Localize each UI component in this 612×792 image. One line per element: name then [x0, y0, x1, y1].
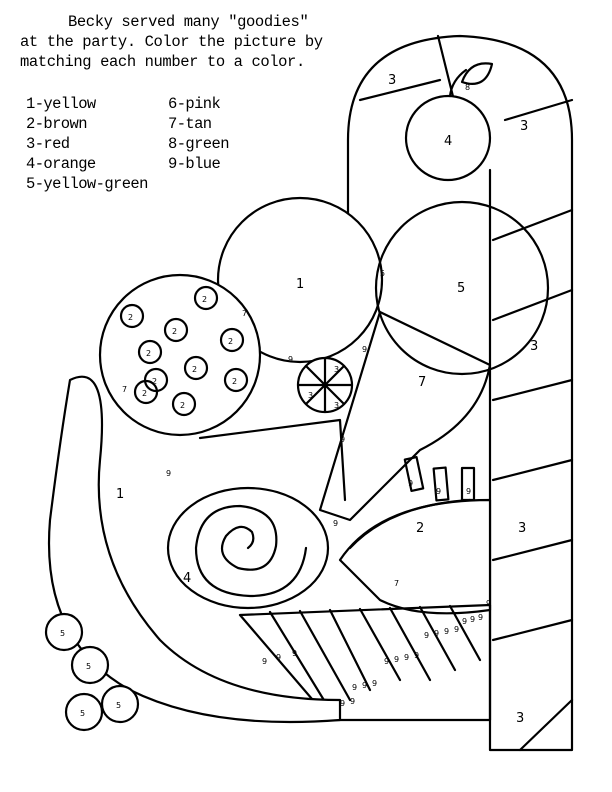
- label-grape: 5: [86, 662, 91, 671]
- key-item-red: 3-red: [26, 135, 70, 153]
- label-cane-low: 3: [518, 521, 526, 536]
- stripe-label: 9: [470, 615, 475, 624]
- stripe-label: 9: [352, 683, 357, 692]
- label-orange: 3: [334, 365, 339, 374]
- label-cane-bottom: 3: [516, 711, 524, 726]
- label-cane-top-left: 3: [388, 73, 396, 88]
- label-cane-mid: 3: [530, 339, 538, 354]
- watermelon: [338, 456, 492, 615]
- stripe-label: 9: [350, 697, 355, 706]
- orange-slice: [296, 356, 354, 414]
- label-apple: 4: [444, 134, 452, 149]
- label-roll: 4: [183, 571, 191, 586]
- label-dish: 7: [242, 309, 247, 318]
- label-seed: 9: [436, 487, 441, 496]
- stripe-label: 9: [404, 653, 409, 662]
- label-bg: 9: [333, 519, 338, 528]
- label-cookie: 2: [232, 377, 237, 386]
- label-orange: 3: [334, 401, 339, 410]
- leaf-icon: [460, 62, 494, 85]
- label-orange: 3: [308, 391, 313, 400]
- label-watermelon: 2: [416, 521, 424, 536]
- label-cookie: 2: [152, 377, 157, 386]
- stripe-label: 9: [434, 629, 439, 638]
- key-item-blue: 9-blue: [168, 155, 221, 173]
- key-item-pink: 6-pink: [168, 95, 221, 113]
- label-bg: 9: [288, 355, 293, 364]
- stripe-label: 9: [372, 679, 377, 688]
- label-overlap: 5: [380, 269, 385, 278]
- stripe-label: 9: [454, 625, 459, 634]
- stripe-label: 9: [262, 657, 267, 666]
- label-seed: 9: [408, 479, 413, 488]
- key-item-yellow-green: 5-yellow-green: [26, 175, 148, 193]
- label-cookie: 2: [180, 401, 185, 410]
- label-grape: 5: [60, 629, 65, 638]
- stripe-label: 9: [362, 681, 367, 690]
- cinnamon-roll: [166, 486, 330, 610]
- stripe-label: 9: [444, 627, 449, 636]
- label-cookie: 2: [192, 365, 197, 374]
- stripe-label: 9: [414, 651, 419, 660]
- lime-scoop: [374, 200, 550, 376]
- label-cookie: 2: [172, 327, 177, 336]
- key-item-yellow: 1-yellow: [26, 95, 96, 113]
- instructions-line-3: matching each number to a color.: [20, 53, 305, 71]
- label-grape: 5: [116, 701, 121, 710]
- label-leaf: 8: [465, 83, 470, 92]
- cone: [198, 310, 492, 522]
- label-plate: 7: [394, 579, 399, 588]
- key-item-tan: 7-tan: [168, 115, 212, 133]
- stripe-label: 9: [486, 599, 491, 608]
- cookie-plate: [98, 273, 262, 437]
- stripe-label: 9: [424, 631, 429, 640]
- color-key-left: 1-yellow 2-brown 3-red 4-orange 5-yellow…: [26, 94, 148, 194]
- apple: [404, 62, 494, 182]
- label-banana: 1: [116, 487, 124, 502]
- label-lemon: 1: [296, 277, 304, 292]
- stripe-label: 9: [340, 699, 345, 708]
- key-item-green: 8-green: [168, 135, 230, 153]
- grapes: [44, 612, 140, 732]
- label-grape: 5: [80, 709, 85, 718]
- banana: [48, 375, 342, 724]
- instructions: Becky served many "goodies" at the party…: [20, 12, 323, 72]
- stripe-label: 9: [462, 617, 467, 626]
- instructions-line-2: at the party. Color the picture by: [20, 33, 323, 51]
- lemon-scoop: [216, 196, 384, 364]
- color-key-right: 6-pink 7-tan 8-green 9-blue: [168, 94, 230, 174]
- stripe-label: 9: [478, 613, 483, 622]
- label-cookie: 2: [142, 389, 147, 398]
- instructions-line-1: Becky served many "goodies": [68, 13, 309, 31]
- key-item-brown: 2-brown: [26, 115, 88, 133]
- label-cookie: 2: [228, 337, 233, 346]
- key-item-orange: 4-orange: [26, 155, 96, 173]
- label-cookie: 2: [146, 349, 151, 358]
- label-cookie: 2: [202, 295, 207, 304]
- label-bg: 9: [362, 345, 367, 354]
- label-cookie: 2: [128, 313, 133, 322]
- stripe-label: 9: [276, 653, 281, 662]
- stripe-label: 9: [394, 655, 399, 664]
- label-cone: 7: [418, 375, 426, 390]
- label-bg: 9: [166, 469, 171, 478]
- cookies: [119, 285, 249, 417]
- stripe-label: 9: [292, 649, 297, 658]
- stripe-label: 9: [384, 657, 389, 666]
- label-cookie-plate: 7: [122, 385, 127, 394]
- number-labels: 3 8 4 3 1 5 5 3 2 2 2 2 2 2 2 2 2 2 7 7 …: [60, 73, 538, 726]
- label-bg: 9: [340, 435, 345, 444]
- label-seed: 9: [466, 487, 471, 496]
- label-lime: 5: [457, 281, 465, 296]
- label-cane-top-right: 3: [520, 119, 528, 134]
- striped-plate: [238, 603, 492, 722]
